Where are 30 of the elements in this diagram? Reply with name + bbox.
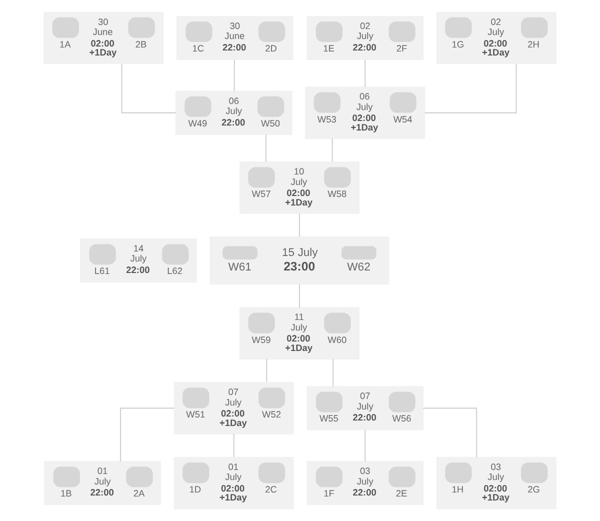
- connector: [121, 64, 176, 114]
- connector: [298, 214, 300, 237]
- node-box: 07 July W51 02:00 +1Day W52: [174, 382, 294, 434]
- connector: [332, 359, 334, 387]
- connector: [424, 64, 517, 114]
- node-box: 03 July 1H 02:00 +1Day 2G: [436, 456, 556, 510]
- node-box: 06 July W49 22:00 W50: [175, 90, 292, 135]
- node-box: 06 July W53 02:00 +1Day W54: [305, 86, 426, 139]
- node-box: 02 July 1E 22:00 2F: [306, 16, 424, 60]
- connector: [364, 60, 366, 87]
- connector: [298, 284, 300, 308]
- connector: [266, 359, 268, 382]
- node-box: 11 July W59 02:00 +1Day W60: [239, 307, 360, 360]
- connector: [234, 60, 235, 92]
- connector: [233, 434, 234, 457]
- node-box: 01 July 1B 22:00 2A: [44, 461, 162, 506]
- node-box: 14 July L61 22:00 L62: [80, 238, 197, 283]
- connector: [364, 430, 366, 462]
- connector: [423, 408, 478, 458]
- node-box: 07 July W55 22:00 W56: [306, 386, 424, 430]
- node-box: 03 July 1F 22:00 2E: [306, 461, 424, 506]
- node-box: 30 June 1A 02:00 +1Day 2B: [44, 12, 164, 64]
- node-box: 15 July W61 23:00 W62: [210, 236, 390, 285]
- connector: [120, 408, 174, 462]
- node-box: 10 July W57 02:00 +1Day W58: [239, 162, 360, 214]
- node-box: 02 July 1G 02:00 +1Day 2H: [436, 12, 556, 64]
- node-box: 30 June 1C 22:00 2D: [176, 16, 294, 60]
- node-box: 01 July 1D 02:00 +1Day 2C: [174, 456, 294, 510]
- connector: [265, 134, 266, 162]
- connector: [332, 138, 333, 162]
